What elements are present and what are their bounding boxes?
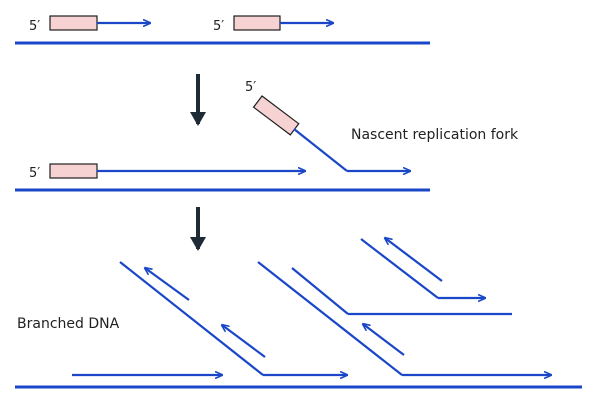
- reverse-arrow: [222, 325, 266, 358]
- reverse-arrow: [145, 268, 190, 301]
- five-prime-label: 5′: [245, 80, 256, 95]
- five-prime-label: 5′: [29, 166, 40, 181]
- panel-2: 5′ 5′ Nascent replication fork: [15, 80, 519, 192]
- primer: [49, 15, 98, 31]
- branch-strand: [257, 261, 403, 376]
- nascent-fork-label: Nascent replication fork: [351, 127, 519, 143]
- displaced-primer: [252, 95, 300, 136]
- five-prime-label: 5′: [213, 19, 224, 34]
- primer: [233, 15, 281, 31]
- panel-3: Branched DNA: [15, 238, 582, 389]
- primer: [49, 163, 98, 179]
- branch-strand: [360, 238, 439, 299]
- reverse-arrow: [363, 324, 405, 356]
- branch-strand: [119, 261, 264, 376]
- five-prime-label: 5′: [29, 19, 40, 34]
- panel-1: 5′ 5′: [15, 15, 430, 45]
- branched-dna-label: Branched DNA: [17, 316, 120, 332]
- reverse-arrow: [385, 238, 443, 282]
- branch-strand: [291, 267, 349, 315]
- displaced-strand: [293, 128, 348, 172]
